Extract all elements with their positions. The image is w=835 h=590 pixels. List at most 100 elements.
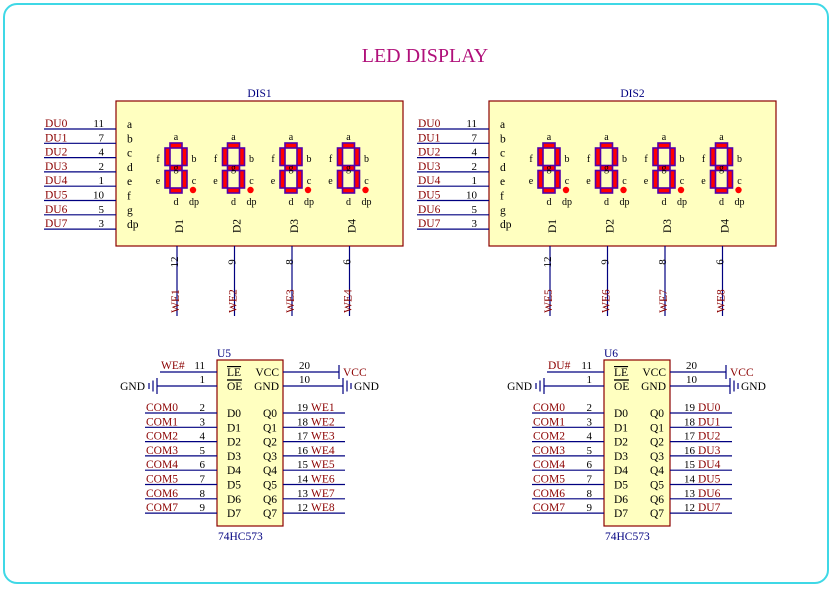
digit-label: D1	[547, 219, 559, 233]
segment-label-g: g	[231, 163, 236, 174]
output-net-label: WE4	[311, 445, 335, 457]
input-net-label: DU6	[418, 204, 441, 216]
data-input-pin-number: 9	[587, 502, 593, 514]
segment-label-e: e	[529, 176, 534, 187]
data-input-pin-number: 7	[587, 474, 593, 486]
digit-net-label: WE6	[601, 289, 613, 313]
segment-label-d: d	[289, 197, 294, 208]
input-segment-label: b	[127, 133, 133, 145]
input-segment-label: dp	[127, 219, 139, 231]
segment-label-f: f	[529, 154, 533, 165]
segment-label-g: g	[289, 163, 294, 174]
segment-label-dp: dp	[677, 197, 687, 208]
input-pin-number: 1	[472, 175, 478, 187]
digit-label: D4	[720, 219, 732, 233]
segment-label-a: a	[547, 132, 552, 143]
output-pin-label: Q1	[650, 422, 664, 434]
output-pin-number: 16	[684, 445, 696, 457]
input-net-label: DU5	[418, 190, 441, 202]
segment-label-d: d	[174, 197, 179, 208]
oe-pin-label: OE	[227, 381, 242, 393]
data-input-pin-label: D3	[614, 451, 628, 463]
segment-d	[657, 187, 671, 194]
digit-label: D2	[232, 219, 244, 233]
le-net-label: DU#	[548, 360, 571, 372]
vcc-pin-label: VCC	[255, 367, 279, 379]
input-net-label: DU7	[45, 218, 68, 230]
data-input-pin-label: D4	[614, 465, 628, 477]
output-pin-number: 18	[684, 416, 696, 428]
segment-e	[336, 169, 344, 189]
segment-g	[714, 164, 729, 172]
data-input-pin-label: D7	[227, 508, 241, 520]
output-pin-label: Q5	[263, 480, 277, 492]
segment-label-g: g	[662, 163, 667, 174]
segment-b	[296, 147, 303, 167]
input-segment-label: d	[500, 162, 506, 174]
oe-pin-label: OE	[614, 381, 629, 393]
output-pin-number: 16	[297, 445, 309, 457]
input-segment-label: a	[500, 119, 505, 131]
segment-f	[336, 147, 344, 167]
data-input-pin-number: 2	[587, 402, 593, 414]
input-segment-label: d	[127, 162, 133, 174]
latch-part-number: 74HC573	[605, 531, 650, 543]
segment-label-d: d	[719, 197, 724, 208]
output-net-label: DU2	[698, 431, 721, 443]
output-pin-label: Q4	[650, 465, 664, 477]
schematic-title: LED DISPLAY	[362, 45, 489, 67]
segment-label-dp: dp	[189, 197, 199, 208]
digit-label: D2	[605, 219, 617, 233]
segment-label-g: g	[547, 163, 552, 174]
input-net-label: DU3	[418, 161, 441, 173]
digit-pin-number: 12	[169, 257, 181, 268]
data-input-net-label: COM3	[533, 445, 565, 457]
data-input-pin-label: D0	[227, 408, 241, 420]
segment-label-c: c	[680, 176, 685, 187]
le-pin-label: LE	[614, 367, 628, 379]
input-pin-number: 11	[93, 118, 104, 130]
oe-pin-number: 1	[200, 374, 206, 386]
data-input-pin-label: D3	[227, 451, 241, 463]
output-pin-label: Q5	[650, 480, 664, 492]
digit-label: D4	[347, 219, 359, 233]
digit-net-label: WE7	[658, 289, 670, 313]
output-pin-label: Q3	[650, 451, 664, 463]
segment-label-b: b	[737, 154, 742, 165]
segment-label-e: e	[156, 176, 161, 187]
segment-label-c: c	[364, 176, 369, 187]
gnd-pin-label: GND	[641, 381, 666, 393]
segment-b	[726, 147, 734, 167]
data-input-pin-number: 6	[587, 459, 593, 471]
data-input-net-label: COM4	[146, 459, 178, 471]
segment-label-g: g	[604, 163, 609, 174]
data-input-pin-label: D5	[227, 480, 241, 492]
latch-body	[216, 359, 284, 527]
data-input-pin-label: D5	[614, 480, 628, 492]
segment-label-a: a	[719, 132, 724, 143]
segment-label-d: d	[346, 197, 351, 208]
segment-f	[652, 147, 659, 167]
segment-label-d: d	[604, 197, 609, 208]
input-net-label: DU0	[45, 118, 68, 130]
segment-label-f: f	[587, 154, 591, 165]
input-net-label: DU2	[45, 147, 68, 159]
oe-ground-label: GND	[120, 381, 145, 393]
output-pin-number: 14	[684, 474, 696, 486]
digit-pin-number: 12	[542, 257, 554, 268]
output-net-label: DU6	[698, 488, 721, 500]
input-segment-label: a	[127, 119, 132, 131]
output-net-label: WE6	[311, 474, 335, 486]
input-pin-number: 7	[472, 132, 478, 144]
segment-f	[594, 147, 602, 167]
segment-b	[611, 147, 619, 167]
ground-symbol	[535, 378, 545, 394]
output-net-label: WE3	[311, 431, 335, 443]
output-pin-number: 12	[684, 502, 695, 514]
segment-dp	[735, 186, 742, 194]
digit-pin-number: 9	[227, 259, 239, 265]
input-net-label: DU5	[45, 190, 68, 202]
